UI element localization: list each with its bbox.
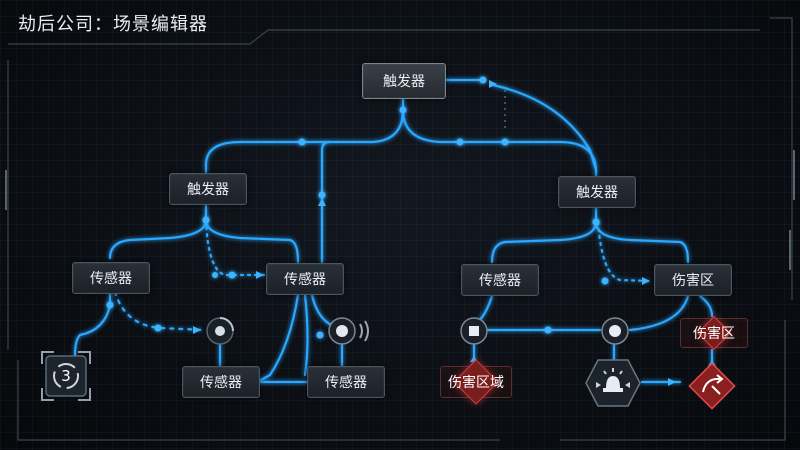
node-bottom-sensor-b[interactable]: 传感器 (307, 366, 385, 398)
node-label: 传感器 (479, 273, 521, 289)
node-label: 触发器 (187, 182, 229, 198)
node-left-sensor[interactable]: 传感器 (72, 262, 150, 294)
node-right-sensor[interactable]: 传感器 (461, 264, 539, 296)
node-label: 触发器 (383, 74, 425, 90)
alarm-light-icon[interactable] (584, 358, 642, 408)
radar-target-icon[interactable] (204, 315, 236, 347)
node-bottom-sensor-a[interactable]: 传感器 (182, 366, 260, 398)
stop-square-icon[interactable] (459, 316, 489, 346)
wire-sensor-to-counter (73, 290, 112, 357)
node-label: 伤害区 (693, 326, 735, 342)
wire-right-dotted (596, 220, 652, 283)
signal-target-icon[interactable] (326, 315, 384, 347)
wire-mid-up (320, 140, 332, 264)
node-label: 传感器 (325, 375, 367, 391)
node-label: 伤害区域 (448, 375, 504, 391)
wire-left-to-sensor-l (108, 204, 208, 260)
node-label: 传感器 (90, 271, 132, 287)
wire-left-dotted (204, 218, 267, 277)
wire-left-to-sensor-m (204, 218, 300, 264)
wire-mid-to-sensor-b (303, 293, 309, 377)
wire-right-to-sensor (490, 204, 598, 264)
node-label: 触发器 (576, 185, 618, 201)
wire-damage-to-small (698, 294, 714, 318)
node-circle-icon[interactable] (600, 316, 630, 346)
node-root-trigger[interactable]: 触发器 (362, 63, 446, 99)
editor-title: 劫后公司：场景编辑器 (18, 14, 208, 35)
svg-text:3: 3 (61, 367, 71, 385)
wire-root-to-left (204, 140, 332, 174)
wire-sensor-to-target (113, 290, 207, 332)
node-right-trigger[interactable]: 触发器 (558, 176, 636, 208)
node-label: 伤害区 (672, 273, 714, 289)
node-mid-sensor[interactable]: 传感器 (266, 263, 344, 295)
node-label: 传感器 (284, 272, 326, 288)
wire-mid-to-sensor-a (255, 293, 300, 384)
wire-root-arc (491, 83, 598, 172)
counter-3-icon[interactable]: 3 (40, 350, 92, 402)
wire-root-down (328, 93, 405, 144)
curved-arrow-icon[interactable] (684, 362, 740, 410)
node-damage-zone-small[interactable]: 伤害区 (680, 316, 748, 350)
node-damage-area[interactable]: 伤害区域 (440, 359, 512, 405)
wire-right-to-damage (594, 220, 690, 264)
node-left-trigger[interactable]: 触发器 (169, 173, 247, 205)
wire-damage-to-node (628, 294, 690, 332)
node-damage-zone[interactable]: 伤害区 (654, 264, 732, 296)
node-label: 传感器 (200, 375, 242, 391)
